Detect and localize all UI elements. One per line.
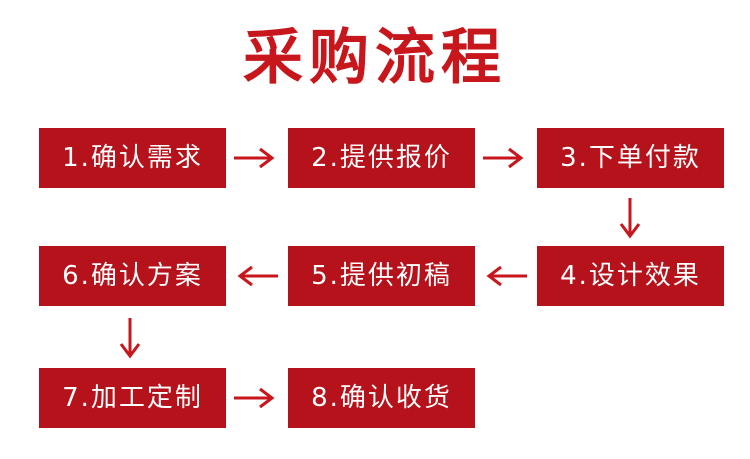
step-3-box: 3.下单付款	[537, 128, 724, 188]
step-7-box: 7.加工定制	[39, 368, 226, 428]
page-title: 采购流程	[243, 23, 507, 93]
arrow-down-icon	[119, 318, 141, 359]
step-5-box: 5.提供初稿	[288, 246, 475, 306]
arrow-right-icon	[483, 147, 524, 169]
arrow-down-icon	[619, 198, 641, 239]
step-8-box: 8.确认收货	[288, 368, 475, 428]
arrow-left-icon	[486, 265, 527, 287]
step-6-box: 6.确认方案	[39, 246, 226, 306]
step-4-box: 4.设计效果	[537, 246, 724, 306]
arrow-right-icon	[234, 147, 275, 169]
arrow-right-icon	[234, 387, 275, 409]
step-1-box: 1.确认需求	[39, 128, 226, 188]
arrow-left-icon	[237, 265, 278, 287]
step-2-box: 2.提供报价	[288, 128, 475, 188]
